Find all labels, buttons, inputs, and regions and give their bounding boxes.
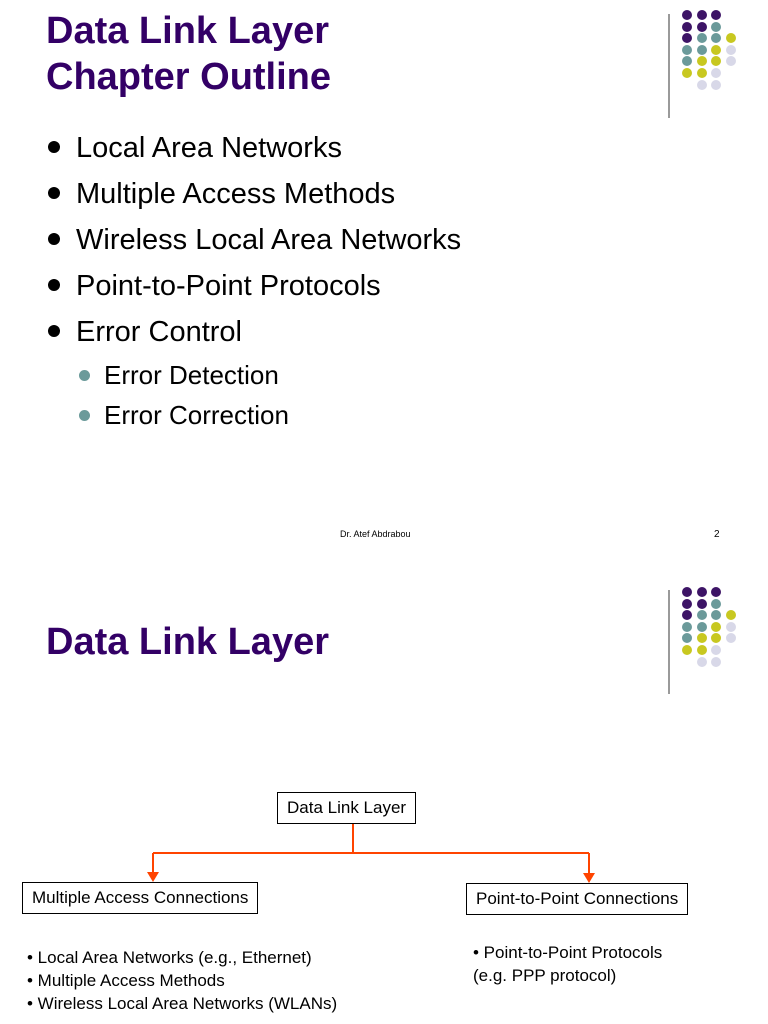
bullet-icon [48,233,60,245]
slide-2: Data Link Layer [0,512,768,1024]
decorative-dot [696,68,707,78]
decorative-dot [696,598,707,609]
decorative-dot [682,633,692,644]
decorative-divider [668,14,670,118]
list-item-label: Error Control [76,316,242,348]
decorative-dot [682,598,692,609]
decorative-dot [682,645,692,655]
decorative-dot [696,21,707,32]
decorative-dot [696,656,707,667]
list-item: Local Area Networks [48,125,461,171]
slide-1: Data Link Layer Chapter Outline Local Ar… [46,8,762,435]
decorative-dot [711,21,721,32]
outline-list: Local Area Networks Multiple Access Meth… [48,125,461,435]
list-item: Error Control [48,309,461,355]
diagram-left-node: Multiple Access Connections [22,882,259,914]
list-item: Wireless Local Area Networks [48,217,461,263]
decorative-dot [711,633,721,644]
decorative-dot [725,33,736,44]
decorative-dot [696,44,707,55]
decorative-dot [711,598,721,609]
decorative-dot [696,621,707,632]
decorative-dot [725,633,736,644]
list-item: • Multiple Access Methods [27,971,225,990]
list-item: Multiple Access Methods [48,171,461,217]
decorative-dot [696,587,707,597]
title-line-2: Chapter Outline [46,56,332,98]
decorative-dot [682,610,692,621]
page-number: 2 [714,529,720,540]
decorative-dot [682,56,692,67]
decorative-dot-grid [682,587,762,683]
decorative-dot [682,68,692,78]
decorative-dot [725,610,736,621]
decorative-dot [711,68,721,78]
sub-list-item: Error Correction [48,395,461,435]
left-node-items: • Local Area Networks (e.g., Ethernet) •… [27,946,337,1015]
bullet-icon [48,187,60,199]
decorative-dot [696,79,707,90]
decorative-dot-grid [682,10,762,106]
title-line-1: Data Link Layer [46,10,329,52]
decorative-dot [682,44,692,55]
slide-2-title: Data Link Layer [46,621,329,663]
decorative-dot [696,633,707,644]
right-node-items: • Point-to-Point Protocols (e.g. PPP pro… [473,941,662,987]
bullet-icon [48,325,60,337]
decorative-dot [682,621,692,632]
sub-list-item-label: Error Detection [104,360,279,390]
list-item-label: Point-to-Point Protocols [76,270,381,302]
sub-list-item: Error Detection [48,355,461,395]
diagram-root-node: Data Link Layer [277,792,417,824]
decorative-dot [725,621,736,632]
decorative-dot [696,33,707,44]
decorative-dot [711,33,721,44]
decorative-dot [711,610,721,621]
decorative-dot [725,44,736,55]
bullet-icon [48,279,60,291]
decorative-dot [696,610,707,621]
list-item-label: Multiple Access Methods [76,178,396,210]
list-item: • Local Area Networks (e.g., Ethernet) [27,948,312,967]
list-item: • Wireless Local Area Networks (WLANs) [27,994,338,1013]
decorative-dot [682,587,692,597]
decorative-dot [682,10,692,20]
sub-bullet-icon [79,370,90,381]
list-item: Point-to-Point Protocols [48,263,461,309]
decorative-dot [711,10,721,20]
sub-bullet-icon [79,410,90,421]
slide-1-title: Data Link Layer Chapter Outline [46,8,331,100]
bullet-icon [48,141,60,153]
diagram-right-node: Point-to-Point Connections [466,883,689,915]
decorative-dot [696,645,707,655]
decorative-dot [711,621,721,632]
list-item-label: Local Area Networks [76,132,342,164]
decorative-dot [711,587,721,597]
decorative-dot [696,10,707,20]
decorative-divider [668,590,670,694]
decorative-dot [711,44,721,55]
list-item-label: Wireless Local Area Networks [76,224,462,256]
sub-list-item-label: Error Correction [104,400,289,430]
decorative-dot [711,645,721,655]
decorative-dot [711,56,721,67]
decorative-dot [711,79,721,90]
list-item: • Point-to-Point Protocols [473,943,663,962]
footer-author: Dr. Atef Abdrabou [340,529,411,539]
decorative-dot [711,656,721,667]
decorative-dot [725,56,736,67]
decorative-dot [696,56,707,67]
decorative-dot [682,21,692,32]
decorative-dot [682,33,692,44]
list-item: (e.g. PPP protocol) [473,966,617,985]
